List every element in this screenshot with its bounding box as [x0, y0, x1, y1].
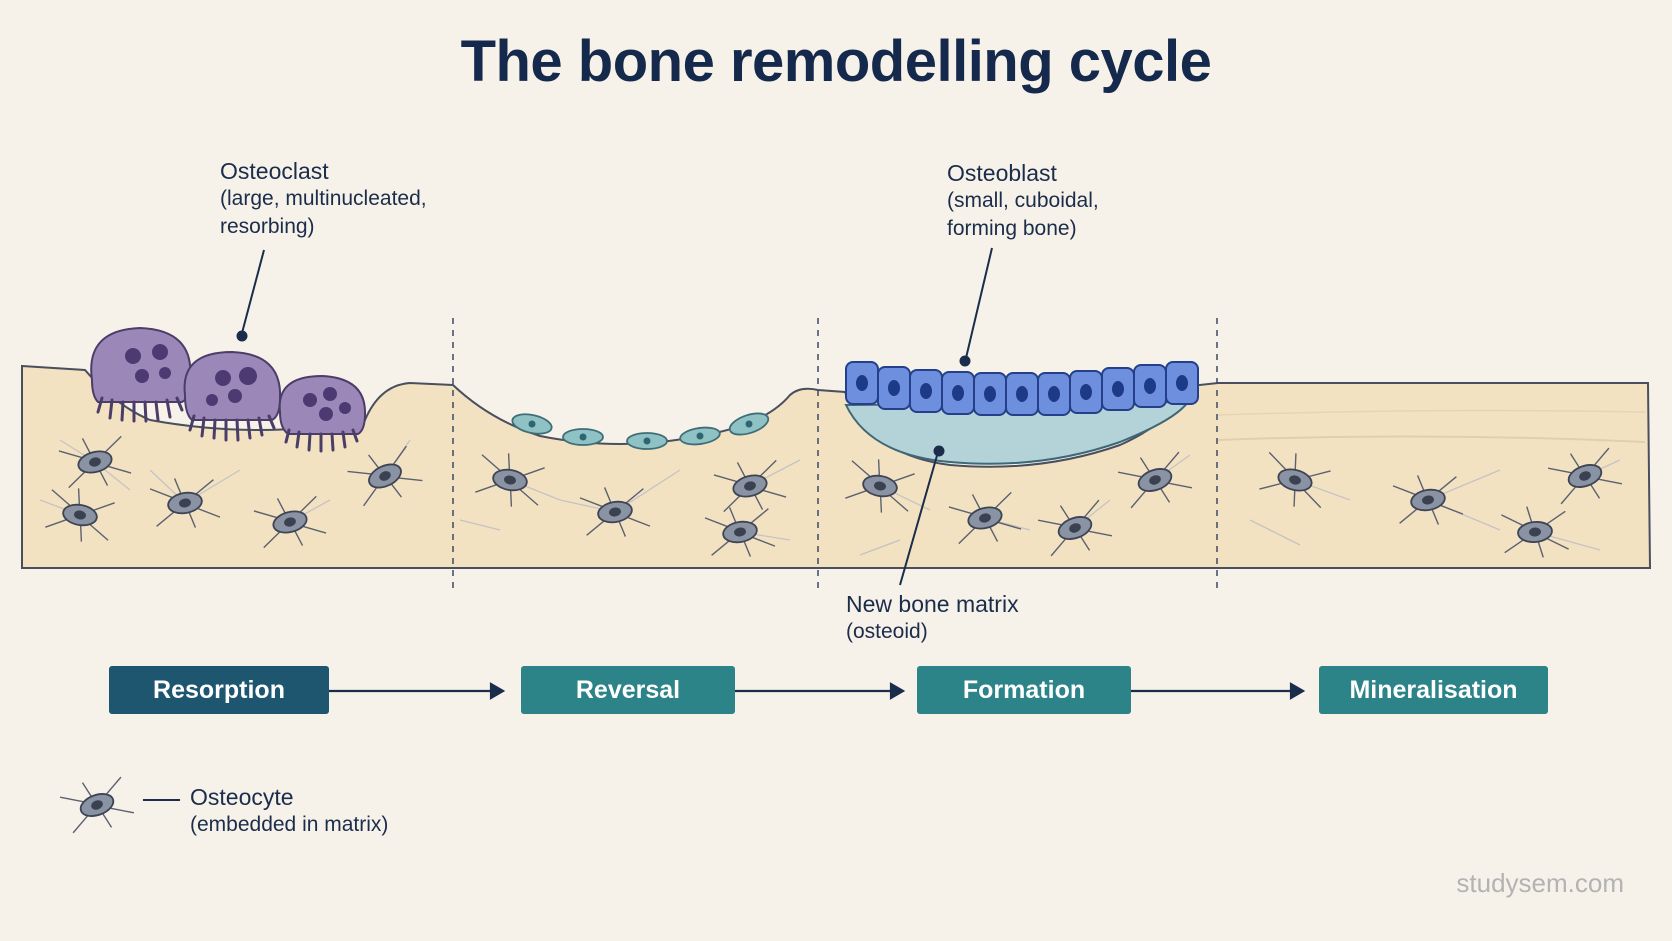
- stage-resorption: Resorption: [109, 666, 329, 714]
- osteoclast-cell: [183, 350, 282, 442]
- osteoclast-cell: [90, 326, 192, 423]
- new-matrix-label: New bone matrix (osteoid): [846, 590, 1019, 646]
- osteocyte-cell: [948, 491, 1022, 545]
- diagram-title: The bone remodelling cycle: [460, 29, 1212, 94]
- osteocyte-cells: [45, 435, 1623, 834]
- osteoblast-label-desc-2: forming bone): [947, 217, 1077, 240]
- osteoblast-label: Osteoblast (small, cuboidal, forming bon…: [947, 159, 1099, 243]
- osteoblast-cells: [845, 361, 1199, 416]
- osteoclast-label: Osteoclast (large, multinucleated, resor…: [220, 157, 427, 241]
- osteoclast-label-desc-2: resorbing): [220, 215, 315, 238]
- osteocyte-cell: [1259, 451, 1331, 509]
- stage-dividers: [452, 318, 1218, 592]
- osteoclast-label-name: Osteoclast: [220, 158, 329, 184]
- osteoclast-label-desc-1: (large, multinucleated,: [220, 187, 427, 210]
- stage-mineralisation: Mineralisation: [1319, 666, 1548, 714]
- osteocyte-cell: [579, 487, 651, 537]
- lamella-line: [1217, 409, 1646, 416]
- osteocyte-cell: [45, 488, 115, 542]
- osteoid-layer: [844, 400, 1190, 465]
- osteocyte-cell: [704, 507, 776, 557]
- canaliculi-network: [39, 439, 1621, 556]
- watermark: studysem.com: [1456, 868, 1624, 898]
- new-matrix-label-desc: (osteoid): [846, 620, 928, 643]
- osteocyte-cell: [475, 453, 545, 507]
- osteocyte-cell: [347, 445, 423, 507]
- osteoblast-cell: [1069, 370, 1103, 414]
- osteoclast-cell: [278, 374, 367, 453]
- osteocyte-legend: Osteocyte (embedded in matrix): [190, 783, 388, 839]
- osteocyte-cell: [1117, 451, 1193, 509]
- osteocyte-cell: [1392, 475, 1464, 525]
- osteocyte-cell: [59, 776, 135, 834]
- osteoblast-cell: [1133, 364, 1167, 408]
- osteoblast-label-name: Osteoblast: [947, 160, 1057, 186]
- osteoblast-cell: [877, 366, 911, 410]
- osteocyte-cell: [1037, 499, 1113, 557]
- stage-reversal: Reversal: [521, 666, 735, 714]
- osteocyte-cell: [713, 459, 787, 513]
- osteoblast-cell: [973, 372, 1007, 416]
- stage-formation: Formation: [917, 666, 1131, 714]
- osteoblast-cell: [1005, 372, 1039, 416]
- osteoblast-cell: [909, 369, 943, 413]
- osteoblast-cell: [1101, 367, 1135, 411]
- osteocyte-cell: [1501, 506, 1569, 558]
- pointer-lines: [143, 247, 993, 801]
- osteoblast-cell: [1165, 361, 1199, 405]
- lamella-line: [1217, 435, 1646, 443]
- new-matrix-label-name: New bone matrix: [846, 591, 1019, 617]
- osteocyte-cell: [1547, 447, 1623, 505]
- osteocyte-legend-name: Osteocyte: [190, 784, 294, 810]
- osteoblast-cell: [845, 361, 879, 405]
- osteoclast-cells: [90, 326, 367, 453]
- osteoblast-cell: [1037, 372, 1071, 416]
- osteoblast-label-desc-1: (small, cuboidal,: [947, 189, 1099, 212]
- osteocyte-cell: [149, 478, 221, 528]
- osteocyte-cell: [58, 435, 132, 489]
- reversal-cell-nuclei: [528, 420, 753, 445]
- osteocyte-cell: [845, 459, 915, 513]
- osteocyte-cell: [253, 495, 327, 549]
- osteocyte-legend-desc: (embedded in matrix): [190, 813, 389, 836]
- stage-arrows: [329, 682, 1306, 700]
- osteoblast-cell: [941, 371, 975, 415]
